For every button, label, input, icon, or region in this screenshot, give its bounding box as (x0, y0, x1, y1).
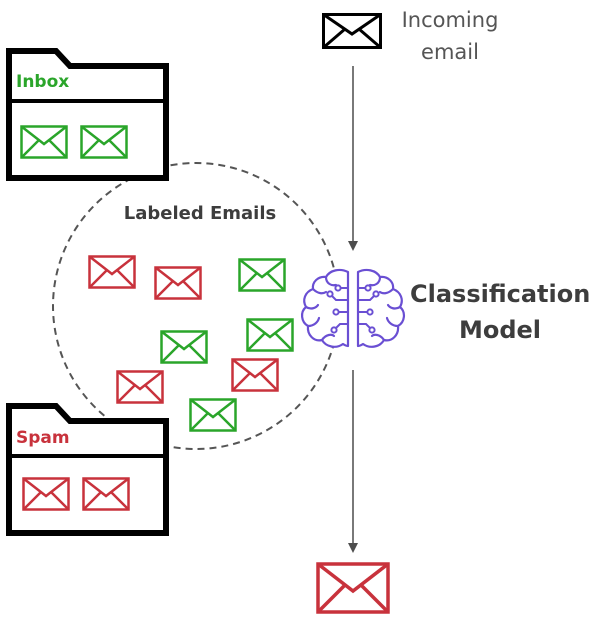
incoming-label-line1: Incoming (401, 8, 499, 32)
incoming-label-line2: email (421, 40, 479, 64)
model-label-line2: Model (458, 316, 542, 344)
inbox-email-icon (80, 125, 128, 159)
inbox-folder-icon (6, 48, 169, 181)
labeled-ham-email-icon (238, 258, 286, 292)
labeled-ham-email-icon (189, 398, 237, 432)
labeled-spam-email-icon (88, 255, 136, 289)
inbox-email-icon (20, 125, 68, 159)
labeled-spam-email-icon (154, 266, 202, 300)
output-spam-email-icon (316, 562, 390, 614)
model-label-line1: Classification (410, 280, 590, 308)
incoming-email-label: Incoming email (380, 4, 520, 68)
labeled-emails-title: Labeled Emails (123, 203, 277, 224)
inbox-folder-label: Inbox (16, 72, 70, 92)
classification-model-label: Classification Model (410, 276, 590, 348)
spam-folder-label: Spam (16, 428, 70, 448)
spam-folder-icon (6, 403, 169, 536)
spam-email-icon (22, 477, 70, 511)
labeled-spam-email-icon (231, 358, 279, 392)
labeled-ham-email-icon (246, 318, 294, 352)
brain-circuit-icon (301, 268, 405, 348)
spam-email-icon (82, 477, 130, 511)
labeled-spam-email-icon (116, 370, 164, 404)
incoming-envelope-icon (322, 13, 382, 49)
labeled-ham-email-icon (160, 330, 208, 364)
